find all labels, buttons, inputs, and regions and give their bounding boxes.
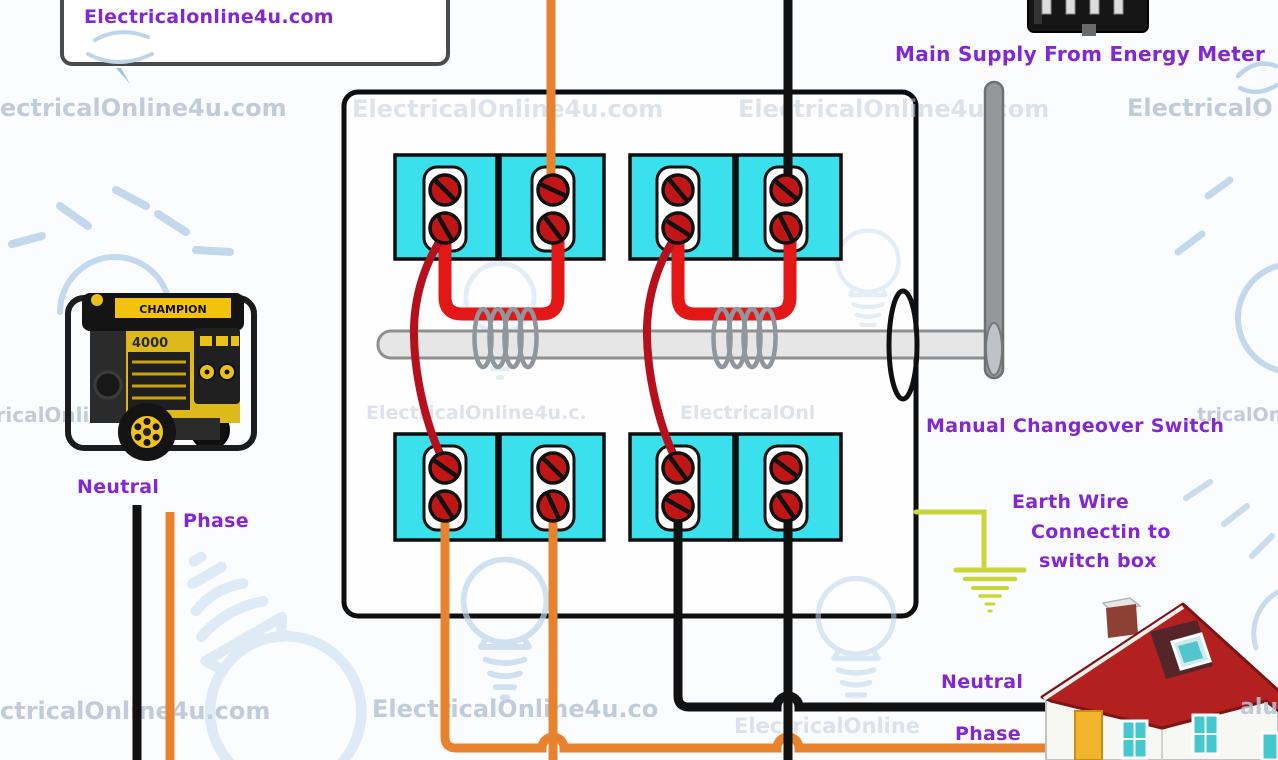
- generator-recoil: [93, 370, 123, 400]
- red-moving-wire-left: [409, 229, 449, 467]
- house-roof: [1040, 602, 1278, 730]
- lightbulb-glow-sketch: [8, 186, 234, 315]
- house-door: [1074, 710, 1103, 760]
- watermark-text: ElectricalOnline4u.c.: [366, 402, 587, 424]
- watermark-text: ElectricalOnline4u.com: [352, 95, 663, 123]
- meter-terminal-pin: [1065, 0, 1076, 15]
- red-link-wire-left: [438, 222, 565, 321]
- lightbulb-glow-sketch: [1174, 176, 1278, 374]
- earth-wire-label-line2: Connectin to: [1031, 521, 1171, 543]
- site-banner-box: [60, 0, 450, 84]
- meter-tab: [1082, 24, 1096, 36]
- shaft-coil-right: [711, 306, 778, 370]
- earth-wire-label-line1: Earth Wire: [1012, 491, 1130, 513]
- generator-image: CHAMPION 4000: [65, 293, 257, 461]
- terminal-screw: [770, 174, 803, 207]
- earth-wire-label-line3: switch box: [1039, 550, 1157, 572]
- terminal-screw: [662, 174, 695, 207]
- generator-control-panel: [194, 328, 240, 404]
- roof-fascia: [1042, 605, 1185, 701]
- shaft-hole-ellipse: [886, 288, 920, 402]
- shaft-coil-left: [472, 306, 539, 370]
- generator-phase-label: Phase: [183, 510, 249, 532]
- generator-brand-text: CHAMPION: [139, 303, 206, 316]
- main-supply-label: Main Supply From Energy Meter: [895, 42, 1266, 66]
- house-phase-label: Phase: [955, 723, 1021, 745]
- lightbulb-rays-sketch: [1183, 479, 1278, 651]
- terminal-screw: [538, 453, 568, 483]
- house-neutral-wire: [673, 506, 1045, 712]
- meter-terminal-pin: [1041, 0, 1052, 15]
- generator-fuel-cap: [91, 294, 103, 306]
- earth-wire: [913, 509, 1027, 613]
- generator-neutral-label: Neutral: [77, 476, 160, 498]
- chimney: [1106, 604, 1138, 638]
- handle-pivot-cap: [985, 322, 1003, 376]
- house-neutral-label: Neutral: [941, 671, 1024, 693]
- house-window: [1260, 731, 1278, 760]
- watermark-text: ElectricalOnl: [680, 402, 815, 424]
- site-logo-flourish-icon: [86, 30, 154, 84]
- energy-meter: [1027, 0, 1149, 36]
- red-moving-wire-right: [642, 229, 682, 467]
- watermark-text: ElectricalOnline: [734, 714, 920, 738]
- house-image: [1040, 597, 1278, 760]
- watermark-text: ElectricalOnline4u.co: [372, 695, 658, 723]
- house-window: [1120, 719, 1149, 760]
- meter-highlight: [1034, 0, 1042, 24]
- terminal-screw: [430, 175, 460, 205]
- house-window: [1191, 713, 1220, 756]
- watermark-text: tricalOnline4u: [1197, 404, 1278, 426]
- meter-terminal-pin: [1089, 0, 1100, 15]
- switch-shaft: [376, 329, 998, 360]
- watermark-text: ectricalOnline4u.com: [0, 94, 287, 122]
- site-banner-text: Electricalonline4u.com: [84, 6, 334, 28]
- meter-terminal-pin: [1113, 0, 1124, 15]
- changeover-switch-label: Manual Changeover Switch: [926, 415, 1225, 437]
- swirl-sketch: [1235, 61, 1278, 95]
- watermark-text: alu: [1240, 695, 1278, 720]
- generator-model-text: 4000: [132, 336, 168, 351]
- generator-banner: [115, 298, 231, 318]
- watermark-text: ElectricalO: [1127, 94, 1273, 122]
- switch-handle: [983, 80, 1005, 380]
